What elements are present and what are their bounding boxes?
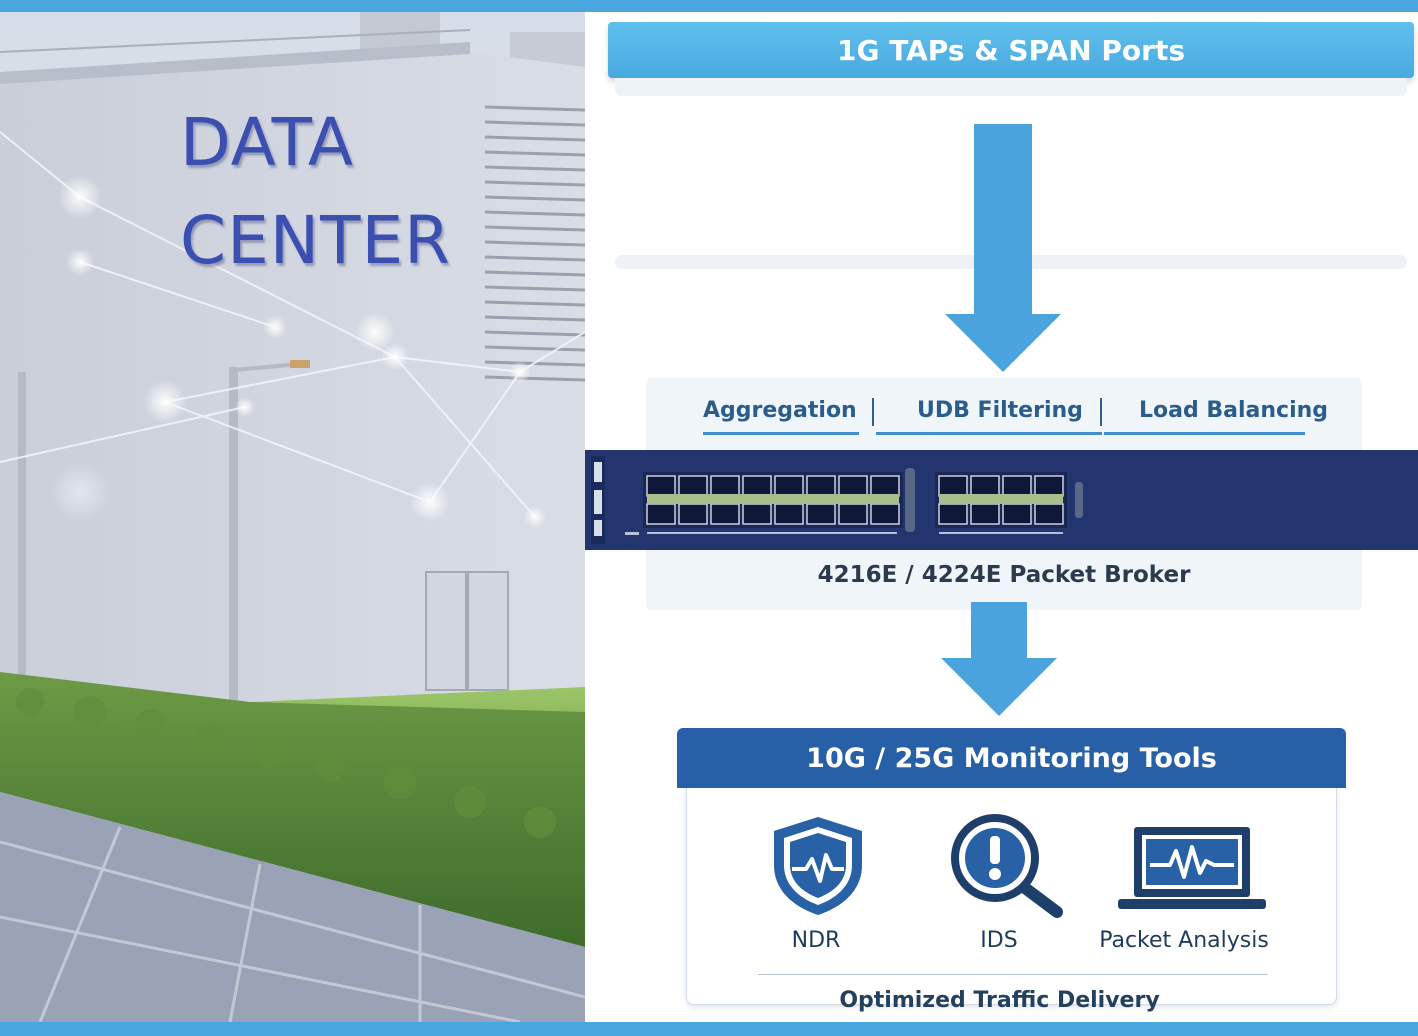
- tool-label-ndr: NDR: [791, 928, 841, 953]
- down-arrow-icon: [945, 124, 1061, 372]
- delivery-label: Optimized Traffic Delivery: [839, 988, 1160, 1013]
- packet-broker-device: [585, 450, 1418, 550]
- bottom-accent-bar: [0, 1022, 1418, 1036]
- tool-label-ids: IDS: [980, 928, 1018, 953]
- magnifier-alert-icon: [951, 814, 1063, 918]
- data-center-sign-line2: CENTER: [180, 202, 452, 279]
- function-load-balancing: Load Balancing: [1139, 398, 1329, 423]
- function-aggregation: Aggregation: [703, 398, 857, 423]
- function-underline: [703, 432, 859, 435]
- device-front-panel: [585, 450, 1418, 550]
- header-shadow-panel: [615, 78, 1407, 96]
- function-separator: [872, 398, 874, 426]
- data-center-scene: [0, 12, 585, 1022]
- function-underline: [1104, 432, 1305, 435]
- function-underline: [876, 432, 1102, 435]
- down-arrow-icon: [941, 602, 1057, 716]
- shield-heartbeat-icon: [774, 817, 862, 915]
- top-accent-bar: [0, 0, 1418, 12]
- function-separator: [1100, 398, 1102, 426]
- data-center-photo: DATA CENTER: [0, 12, 585, 1022]
- function-udb-filtering: UDB Filtering: [917, 398, 1083, 423]
- laptop-waveform-icon: [1118, 827, 1266, 909]
- packet-broker-label: 4216E / 4224E Packet Broker: [817, 562, 1191, 588]
- tool-label-packet-analysis: Packet Analysis: [1099, 928, 1269, 953]
- delivery-divider: [758, 974, 1268, 975]
- source-header: 1G TAPs & SPAN Ports: [608, 22, 1414, 78]
- data-center-sign-line1: DATA: [180, 104, 355, 181]
- monitoring-tools-header: 10G / 25G Monitoring Tools: [677, 728, 1346, 788]
